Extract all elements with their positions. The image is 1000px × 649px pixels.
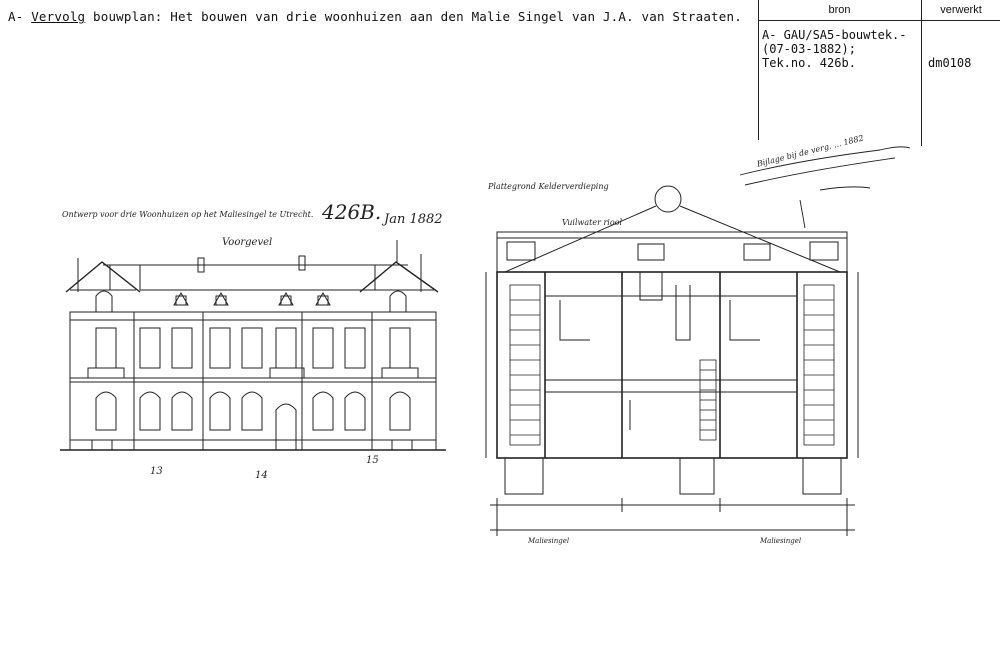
floor-plan [485,185,859,536]
facade-label: Voorgevel [222,237,273,248]
bron-header: bron [828,4,851,16]
verwerkt-header: verwerkt [940,4,982,16]
drawing-date: Jan 1882 [384,212,443,227]
drawing-number: 426B. [322,200,382,224]
elevation-caption: Ontwerp voor drie Woonhuizen op het Mali… [62,210,314,219]
house-number-13: 13 [150,466,163,477]
table-divider [921,0,922,146]
street-label-right: Maliesingel [760,537,802,545]
street-label-left: Maliesingel [528,537,570,545]
reference-table: bron verwerkt A- GAU/SA5-bouwtek.-(07-03… [758,0,1000,146]
source-reference: A- GAU/SA5-bouwtek.-(07-03-1882);Tek.no.… [762,28,907,70]
title-underlined-word: Vervolg [31,9,86,24]
drain-label: Vuilwater riool [562,218,623,227]
house-number-14: 14 [255,470,268,481]
house-number-15: 15 [366,455,379,466]
facade-elevation [60,240,446,451]
table-divider [758,20,1000,21]
processed-code: dm0108 [928,56,972,70]
table-divider [758,0,759,140]
approval-stamp [739,146,911,229]
plan-caption: Plattegrond Kelderverdieping [488,182,609,191]
document-title: A- Vervolg bouwplan: Het bouwen van drie… [8,9,742,24]
